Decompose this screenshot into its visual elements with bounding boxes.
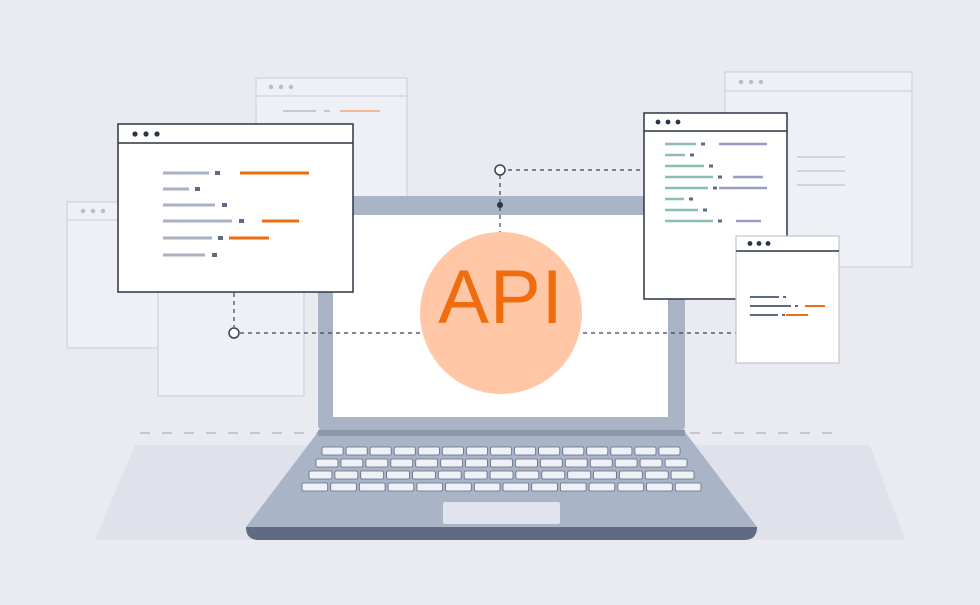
- keyboard-key: [345, 446, 368, 456]
- keyboard-key: [465, 446, 488, 456]
- keyboard-key: [562, 446, 585, 456]
- keyboard-key: [586, 446, 609, 456]
- keyboard-key: [412, 470, 436, 480]
- keyboard-key: [619, 470, 643, 480]
- keyboard-key: [440, 458, 464, 468]
- laptop-keyboard: [301, 446, 702, 492]
- keyboard-key: [593, 470, 617, 480]
- keyboard-key: [560, 482, 587, 492]
- window-back-bottom-left: [157, 289, 305, 397]
- keyboard-key: [670, 470, 695, 480]
- keyboard-key: [664, 458, 688, 468]
- keyboard-key: [417, 446, 440, 456]
- keyboard-key: [416, 482, 443, 492]
- api-badge-label: API: [438, 255, 564, 340]
- keyboard-key: [308, 470, 333, 480]
- laptop-touchpad: [443, 502, 560, 524]
- keyboard-key: [437, 470, 462, 480]
- keyboard-key: [390, 458, 414, 468]
- keyboard-key: [463, 470, 488, 480]
- window-code-left: [117, 123, 354, 293]
- keyboard-key: [490, 458, 513, 468]
- keyboard-key: [540, 458, 563, 468]
- keyboard-key: [365, 458, 389, 468]
- keyboard-key: [358, 482, 386, 492]
- keyboard-key: [330, 482, 357, 492]
- api-badge-circle: [420, 232, 582, 394]
- keyboard-key: [315, 458, 339, 468]
- keyboard-key: [387, 482, 415, 492]
- keyboard-key: [393, 446, 416, 456]
- keyboard-key: [541, 470, 566, 480]
- keyboard-key: [567, 470, 592, 480]
- keyboard-key: [514, 446, 537, 456]
- keyboard-key: [473, 482, 501, 492]
- keyboard-key: [538, 446, 561, 456]
- keyboard-key: [415, 458, 439, 468]
- keyboard-key: [502, 482, 530, 492]
- keyboard-key: [646, 482, 673, 492]
- keyboard-key: [321, 446, 344, 456]
- keyboard-key: [386, 470, 410, 480]
- keyboard-key: [610, 446, 633, 456]
- keyboard-key: [644, 470, 669, 480]
- connection-lines: [228, 164, 736, 339]
- keyboard-key: [589, 458, 613, 468]
- keyboard-key: [369, 446, 392, 456]
- laptop-hinge: [318, 430, 685, 436]
- keyboard-key: [614, 458, 638, 468]
- window-code-small: [735, 235, 840, 364]
- keyboard-key: [465, 458, 488, 468]
- keyboard-key: [334, 470, 359, 480]
- keyboard-key: [639, 458, 663, 468]
- keyboard-key: [301, 482, 329, 492]
- keyboard-key: [340, 458, 364, 468]
- keyboard-key: [617, 482, 645, 492]
- keyboard-key: [515, 470, 540, 480]
- keyboard-key: [658, 446, 681, 456]
- keyboard-key: [445, 482, 472, 492]
- keyboard-key: [531, 482, 558, 492]
- keyboard-key: [441, 446, 464, 456]
- keyboard-key: [588, 482, 616, 492]
- keyboard-key: [515, 458, 538, 468]
- keyboard-key: [490, 446, 513, 456]
- keyboard-key: [489, 470, 514, 480]
- keyboard-key: [634, 446, 657, 456]
- keyboard-key: [674, 482, 702, 492]
- keyboard-key: [360, 470, 385, 480]
- keyboard-key: [564, 458, 588, 468]
